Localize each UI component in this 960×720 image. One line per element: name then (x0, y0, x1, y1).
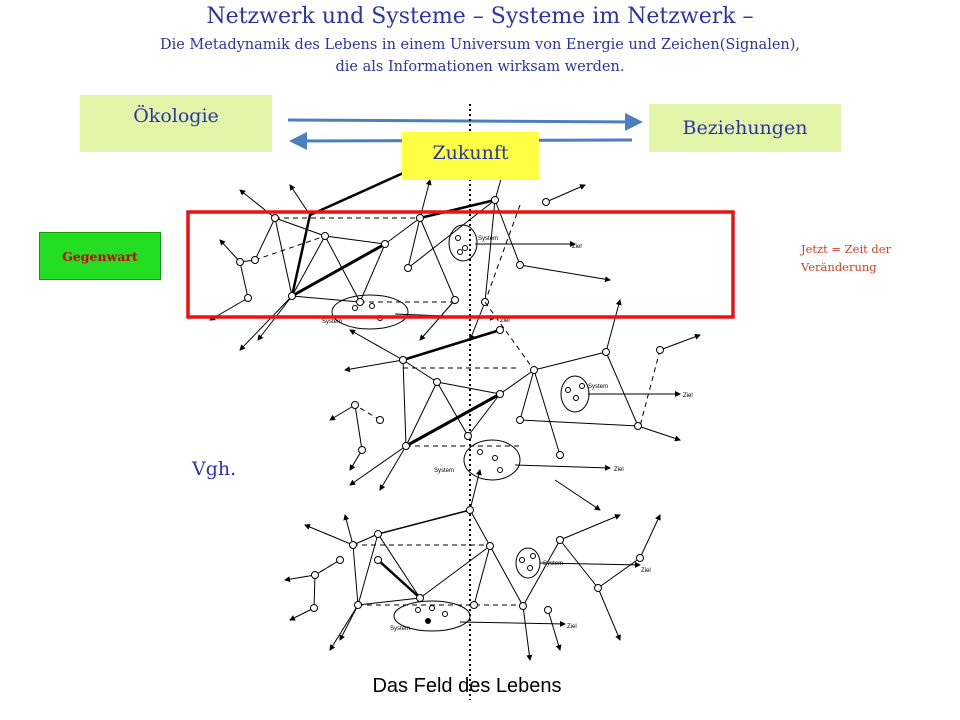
ziel-label-2: Ziel (500, 318, 510, 324)
page-title: Netzwerk und Systeme – Systeme im Netzwe… (206, 4, 754, 29)
network-layer-top (209, 164, 611, 351)
subtitle-line-2: die als Informationen wirksam werden. (335, 59, 625, 75)
jetzt-note-line-1: Jetzt = Zeit der (801, 242, 892, 256)
ziel-label-4: Ziel (614, 467, 624, 473)
system-label-3: System (588, 384, 608, 390)
arrow-to-beziehungen (287, 112, 643, 131)
page-subtitle: Die Metadynamik des Lebens in einem Univ… (0, 34, 960, 78)
ziel-label-6: Ziel (567, 624, 577, 630)
system-label-5: System (543, 561, 563, 567)
vgh-label: Vgh. (192, 458, 237, 480)
beziehungen-box: Beziehungen (649, 104, 841, 152)
system-label-1: System (478, 236, 498, 242)
ziel-label-3: Ziel (683, 393, 693, 399)
network-nodes-bottom (310, 506, 644, 624)
ziel-label-1: Ziel (572, 244, 582, 250)
network-layer-middle (329, 299, 701, 511)
zukunft-box: Zukunft (402, 132, 539, 180)
present-frame (186, 210, 735, 319)
footer-caption: Das Feld des Lebens (372, 675, 562, 697)
system-label-4: System (434, 468, 454, 474)
network-layer-bottom (284, 469, 661, 661)
ziel-label-5: Ziel (641, 568, 651, 574)
oekologie-box: Ökologie (80, 95, 272, 152)
system-label-6: System (390, 626, 410, 632)
network-nodes-top (236, 196, 550, 321)
subtitle-line-1: Die Metadynamik des Lebens in einem Univ… (159, 37, 801, 53)
jetzt-note: Jetzt = Zeit der Veränderung (801, 240, 911, 276)
jetzt-note-line-2: Veränderung (801, 260, 877, 274)
system-label-2: System (322, 319, 342, 325)
gegenwart-box: Gegenwart (39, 232, 161, 280)
network-nodes-middle (351, 326, 664, 473)
